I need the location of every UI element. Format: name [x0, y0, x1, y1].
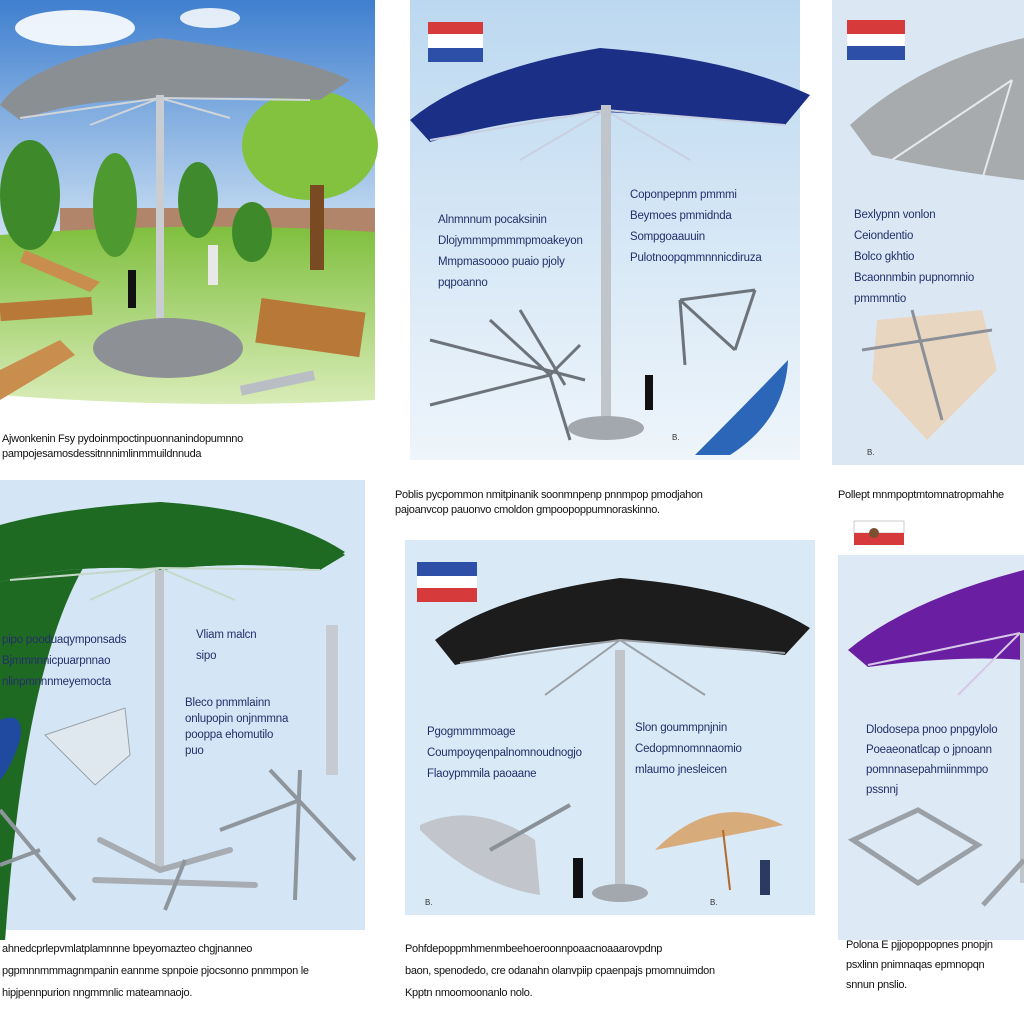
- bullet-item: Pgogmmmmoage: [427, 726, 516, 738]
- umbrella-pole: [601, 105, 611, 420]
- umbrella-pole: [615, 650, 625, 900]
- bullet-item: pipo pooduaqymponsads: [2, 634, 127, 646]
- bullet-item: Pulotnoopqmmnnnicdiruza: [630, 252, 762, 264]
- flag-icon: [847, 20, 905, 60]
- note-line: sipo: [196, 650, 217, 662]
- bullet-item: pmmmntio: [854, 293, 907, 305]
- caption-line: pajoanvcop pauonvo cmoldon gmpoopoppumno…: [395, 504, 660, 516]
- beige-umbrella-icon: [655, 812, 783, 850]
- stand-icon: [678, 288, 757, 366]
- bullet-item: Alnmnnum pocaksinin: [438, 214, 547, 226]
- bullet-item: Ceiondentio: [854, 230, 914, 242]
- caption-line: Pohfdepoppmhmenmbeehoeroonnpoaacnoaaarov…: [405, 943, 663, 955]
- bullet-item: mlaumo jnesleicen: [635, 764, 727, 776]
- bullet-item: Mmpmasoooo puaio pjoly: [438, 256, 565, 268]
- bullet-item: pomnnasepahmiinmmpo: [866, 764, 989, 776]
- note-line: pooppa ehomutilo: [185, 729, 274, 741]
- bullet-item: Coponpepnm pmmmi: [630, 189, 737, 201]
- bullet-item: Flaoypmmila paoaane: [427, 768, 537, 780]
- bullet-item: Beymoes pmmidnda: [630, 210, 732, 222]
- flag-icon: [417, 562, 477, 602]
- bullet-item: Coumpoyqenpalnomnoudnogjo: [427, 747, 582, 759]
- caption-line: snnun pnslio.: [846, 979, 907, 991]
- panel-blue-umbrella: Alnmnnum pocaksinin Dlojymmmpmmmpmoakeyo…: [390, 0, 810, 470]
- caption-line: Poblis pycpommon nmitpinanik soonmnpenp …: [395, 489, 703, 501]
- umbrella-base: [592, 884, 648, 902]
- footnote: B.: [672, 433, 680, 442]
- note-line: onlupopin onjnmmna: [185, 713, 289, 725]
- bullet-item: pssnnj: [866, 784, 899, 796]
- folded-frame-icon: [429, 309, 586, 441]
- caption-line: Pollept mnmpoptmtomnatropmahhe: [838, 489, 1004, 501]
- purple-umbrella-canopy: [848, 570, 1024, 667]
- bullet-item: Dlodosepa pnoo pnpgylolo: [866, 724, 998, 736]
- bullet-item: Bexlypnn vonlon: [854, 209, 936, 221]
- pole-segment-icon: [326, 625, 338, 775]
- bullet-item: Bjmmnnnicpuarpnnao: [2, 655, 111, 667]
- green-umbrella-illustration: [0, 480, 365, 940]
- caption-line: pampojesamosdessitnnnimlinmmuildnnuda: [2, 448, 202, 460]
- open-frame-icon: [44, 707, 131, 786]
- panel-black-umbrella: Pgogmmmmoage Coumpoyqenpalnomnoudnogjo F…: [405, 540, 820, 1024]
- panel-grey-umbrella-garden: Ajwonkenin Fsy pydoinmpoctinpuonnanindop…: [0, 0, 380, 470]
- umbrella-pole: [155, 570, 164, 870]
- grey-umbrella-canopy: [0, 38, 350, 120]
- caption-line: Polona E pjjopoppopnes pnopjn: [846, 939, 993, 951]
- caption-line: psxlinn pnimnaqas epmnopqn: [846, 959, 985, 971]
- panel-silver-umbrella: Bexlypnn vonlon Ceiondentio Bolco gkhtio…: [832, 0, 1024, 510]
- panel-green-umbrella: pipo pooduaqymponsads Bjmmnnnicpuarpnnao…: [0, 480, 380, 1024]
- caption-line: hipjpennpurion nngmmnlic mateamnaojo.: [2, 987, 193, 999]
- bullet-item: nlinpmnnnmeyemocta: [2, 676, 111, 688]
- caption-line: ahnedcprlepvmlatplamnnne bpeyomazteo chg…: [2, 943, 253, 955]
- footnote: B.: [710, 898, 718, 907]
- folded-umbrella-icon: [695, 360, 788, 455]
- note-line: puo: [185, 745, 204, 757]
- folded-umbrella-icon: [420, 815, 540, 895]
- silver-umbrella-canopy: [850, 38, 1024, 180]
- purple-umbrella-illustration: [838, 520, 1024, 940]
- bullet-item: Slon goummpnjnin: [635, 722, 728, 734]
- bullet-item: Cedopmnomnnaomio: [635, 743, 742, 755]
- flag-icon: [428, 22, 483, 62]
- black-umbrella-illustration: [405, 540, 815, 915]
- bullet-item: Sompgoaauuin: [630, 231, 705, 243]
- bullet-item: pqpoanno: [438, 277, 488, 289]
- footnote: B.: [425, 898, 433, 907]
- flag-icon: [853, 520, 905, 545]
- bullet-item: Bolco gkhtio: [854, 251, 915, 263]
- caption-line: pgpmnnmmmagnmpanin eannme spnpoie pjocso…: [2, 965, 309, 977]
- caption-line: Ajwonkenin Fsy pydoinmpoctinpuonnanindop…: [2, 433, 243, 445]
- umbrella-base-mat: [93, 318, 243, 378]
- bullet-item: Bcaonnmbin pupnomnio: [854, 272, 975, 284]
- caption-line: Kpptn nmoomoonanlo nolo.: [405, 987, 533, 999]
- bullet-item: Dlojymmmpmmmpmoakeyon: [438, 235, 583, 247]
- caption-line: baon, spenodedo, cre odanahn olanvpiip c…: [405, 965, 715, 977]
- umbrella-base: [568, 416, 644, 440]
- silver-umbrella-illustration: [832, 0, 1024, 465]
- black-umbrella-canopy: [435, 578, 810, 665]
- garden-illustration: [0, 0, 378, 404]
- blue-umbrella-illustration: [410, 0, 810, 460]
- oak-tree-icon: [242, 90, 378, 200]
- bullet-item: Poeaeonatlcap o jpnoann: [866, 744, 992, 756]
- note-line: Vliam malcn: [196, 629, 257, 641]
- umbrella-pole: [156, 95, 164, 345]
- footnote: B.: [867, 448, 875, 457]
- frame-base-icon: [847, 807, 983, 886]
- panel-purple-umbrella: Dlodosepa pnoo pnpgylolo Poeaeonatlcap o…: [838, 515, 1024, 1024]
- cypress-tree-icon: [0, 140, 60, 250]
- note-line: Bleco pnmmlainn: [185, 697, 271, 709]
